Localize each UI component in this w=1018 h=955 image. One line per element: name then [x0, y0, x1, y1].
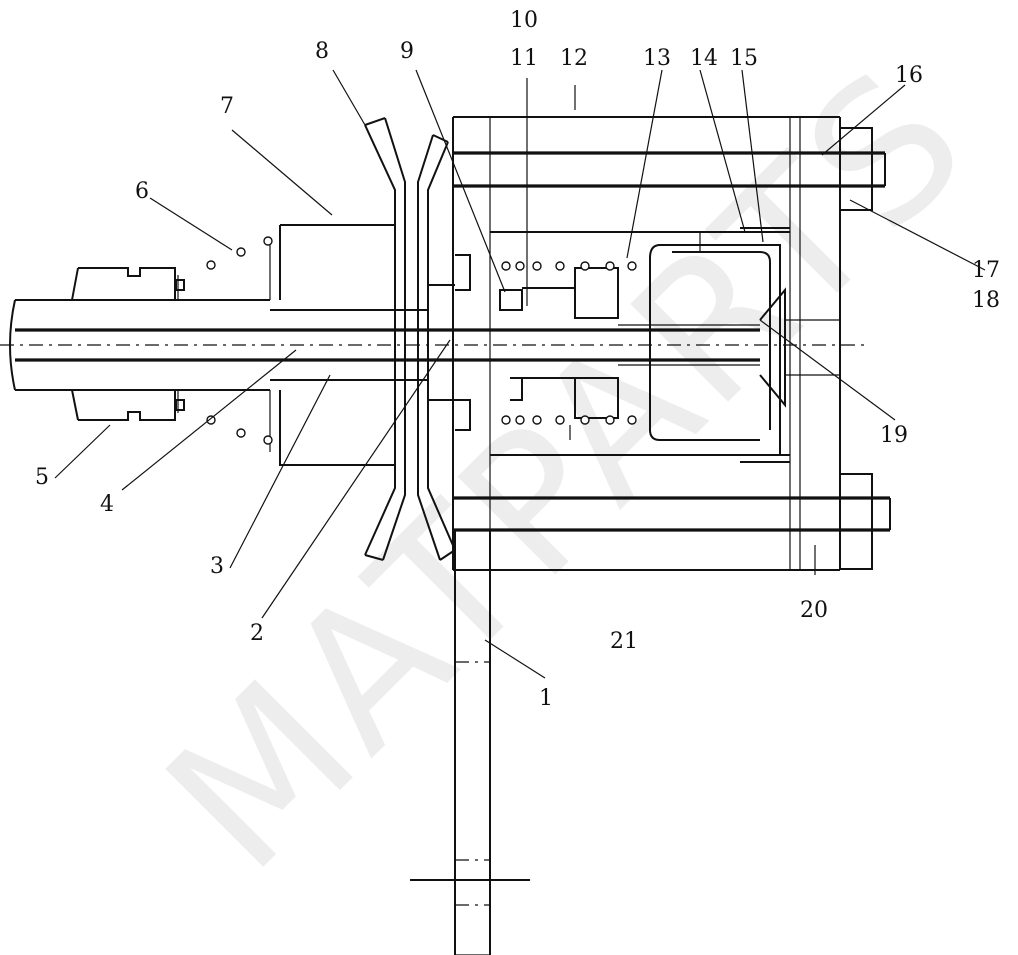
callout-15: 15: [730, 46, 758, 71]
callout-18: 18: [972, 288, 1000, 313]
callout-1: 1: [539, 686, 553, 711]
valve-seat: [759, 287, 840, 408]
inner-spool: [427, 227, 790, 463]
upper-tie-rod: [453, 127, 886, 211]
vertical-pipe: [410, 530, 530, 955]
callout-16: 16: [895, 63, 923, 88]
callout-21: 21: [610, 629, 638, 654]
callout-labels: 1 2 3 4 5 6 7 8 9 10 11 12 13 14 15 16 1…: [35, 8, 1000, 711]
main-shaft: [0, 299, 865, 391]
callout-6: 6: [135, 179, 149, 204]
o-rings-6: [206, 236, 273, 445]
callout-3: 3: [210, 554, 224, 579]
spring-21: [501, 415, 637, 425]
callout-19: 19: [880, 423, 908, 448]
callout-13: 13: [643, 46, 671, 71]
nut-5: [71, 267, 185, 421]
callout-14: 14: [690, 46, 718, 71]
spring-13: [501, 261, 637, 271]
callout-10: 10: [510, 8, 538, 33]
y-flange: [364, 117, 456, 561]
callout-9: 9: [400, 39, 414, 64]
block-7: [269, 224, 395, 466]
callout-4: 4: [100, 492, 114, 517]
callout-12: 12: [560, 46, 588, 71]
callout-5: 5: [35, 465, 49, 490]
leader-lines: [54, 69, 986, 679]
callout-20: 20: [800, 598, 828, 623]
callout-2: 2: [250, 621, 264, 646]
callout-8: 8: [315, 39, 329, 64]
callout-11: 11: [510, 46, 538, 71]
callout-17: 17: [972, 258, 1000, 283]
lower-tie-rod: [453, 473, 891, 570]
watermark: MATPARTS: [126, 27, 1011, 912]
callout-7: 7: [220, 94, 234, 119]
